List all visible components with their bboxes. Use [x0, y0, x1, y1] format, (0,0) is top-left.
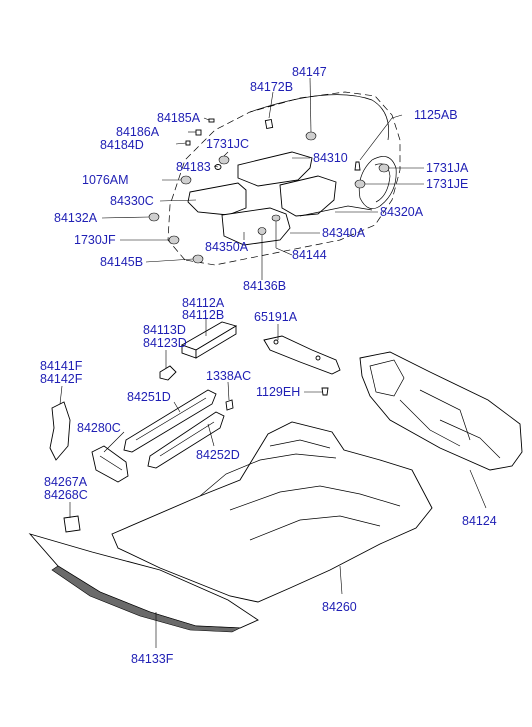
plug-84172B [264, 119, 274, 129]
pad-84141F [49, 401, 71, 461]
label-1731JE: 1731JE [426, 177, 468, 191]
label-1125AB: 1125AB [414, 108, 458, 122]
label-1076AM: 1076AM [82, 173, 129, 187]
leader-lines [59, 77, 487, 648]
label-84185A: 84185A [157, 111, 201, 125]
label-84136B: 84136B [243, 279, 286, 293]
clip-1338AC [225, 399, 234, 411]
label-84251D: 84251D [127, 390, 171, 404]
label-84260: 84260 [322, 600, 357, 614]
label-84141F: 84141F [40, 359, 83, 373]
reinforcement-84251D [123, 389, 217, 453]
dash-isolation-pad-84124 [359, 351, 523, 471]
label-84320A: 84320A [380, 205, 424, 219]
bracket-65191A [263, 335, 341, 375]
label-1730JF: 1730JF [74, 233, 116, 247]
label-84113D: 84113D [143, 323, 186, 337]
pad-84280C [91, 445, 129, 483]
label-84112B: 84112B [182, 308, 224, 322]
front-floor-mat-84310 [237, 151, 337, 217]
rear-floor-mat-84330C [187, 182, 247, 216]
label-84330C: 84330C [110, 194, 154, 208]
label-84267A: 84267A [44, 475, 88, 489]
label-84144: 84144 [292, 248, 327, 262]
label-84268C: 84268C [44, 488, 88, 502]
label-84310: 84310 [313, 151, 348, 165]
label-1731JA: 1731JA [426, 161, 469, 175]
pad-84113D [159, 365, 177, 381]
label-84186A: 84186A [116, 125, 160, 139]
plug-84145B [192, 254, 204, 264]
clip-84184D [185, 140, 191, 146]
label-1129EH: 1129EH [256, 385, 300, 399]
plug-1731JE [354, 179, 366, 189]
plug-1730JF [168, 235, 180, 245]
label-84147: 84147 [292, 65, 327, 79]
label-84183: 84183 [176, 160, 211, 174]
reinforcement-84252D [147, 411, 225, 469]
pad-84112A [180, 321, 238, 359]
part-number-labels: 84147 84172B 84185A 1125AB 84186A 84184D… [40, 65, 497, 666]
floor-covering-84260 [111, 421, 433, 603]
floor-covering-84133F [28, 533, 259, 633]
plug-84147 [305, 131, 317, 141]
plug-1731JC [218, 155, 230, 165]
bolt-1129EH [321, 387, 329, 396]
label-1731JC: 1731JC [206, 137, 249, 151]
label-84172B: 84172B [250, 80, 293, 94]
label-84252D: 84252D [196, 448, 240, 462]
label-84112A: 84112A [182, 296, 225, 310]
clip-84186A [195, 129, 202, 136]
label-84132A: 84132A [54, 211, 98, 225]
label-84280C: 84280C [77, 421, 121, 435]
label-84142F: 84142F [40, 372, 83, 386]
label-84145B: 84145B [100, 255, 143, 269]
label-65191A: 65191A [254, 310, 298, 324]
bolt-1125AB [354, 161, 361, 171]
plug-84132A [148, 212, 160, 222]
label-84124: 84124 [462, 514, 497, 528]
plug-1731JA [378, 163, 390, 173]
label-84184D: 84184D [100, 138, 144, 152]
clip-84185A [208, 118, 215, 123]
label-84350A: 84350A [205, 240, 249, 254]
plug-84144 [271, 214, 281, 222]
plug-1076AM [180, 175, 192, 185]
label-84340A: 84340A [322, 226, 366, 240]
label-84133F: 84133F [131, 652, 174, 666]
label-1338AC: 1338AC [206, 369, 251, 383]
plug-84136B [257, 227, 267, 235]
clip-84267A [63, 515, 81, 533]
floor-mat-84320A [299, 205, 373, 217]
label-84123D: 84123D [143, 336, 187, 350]
